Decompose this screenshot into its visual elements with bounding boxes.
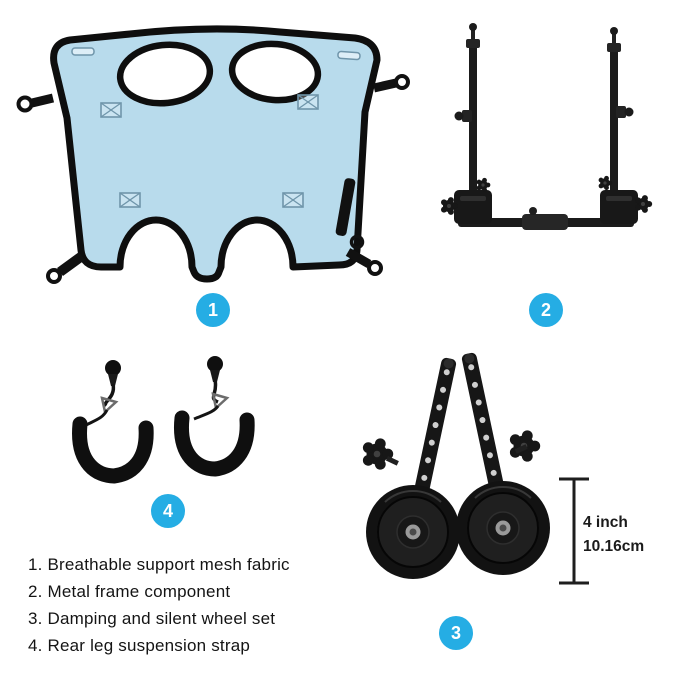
mesh-mark	[119, 192, 141, 208]
mesh-fabric-body	[50, 25, 381, 283]
metal-frame	[441, 23, 653, 230]
measurement-inches: 4 inch	[583, 514, 628, 531]
clamp-knob	[476, 177, 491, 193]
harness-right-hole	[228, 40, 322, 104]
wheel-set-image	[362, 352, 550, 579]
harness-straps	[16, 74, 410, 284]
legend-item-1: 1. Breathable support mesh fabric	[28, 555, 290, 574]
suspension-strap-right	[174, 356, 255, 477]
badge-part-4: 4	[151, 494, 185, 528]
legend-item-3: 3. Damping and silent wheel set	[28, 609, 276, 628]
badge-part-1: 1	[196, 293, 230, 327]
mesh-mark	[100, 102, 122, 118]
left-strut	[409, 357, 457, 520]
suspension-strap-left	[72, 360, 154, 484]
parts-legend: 1. Breathable support mesh fabric 2. Met…	[28, 551, 290, 659]
mesh-harness-image	[16, 25, 410, 284]
suspension-straps-image	[72, 356, 255, 484]
badge-part-2: 2	[529, 293, 563, 327]
mesh-mark	[297, 94, 319, 110]
right-strut	[461, 352, 509, 515]
badge-part-3: 3	[439, 616, 473, 650]
buckle-slit	[71, 47, 95, 56]
metal-frame-image	[441, 23, 653, 230]
measurement-bracket-line	[559, 477, 589, 585]
measurement-annotation: 4 inch 10.16cm	[583, 511, 644, 559]
clamp-knob	[635, 195, 653, 213]
measurement-metric: 10.16cm	[583, 538, 645, 556]
harness-left-hole	[116, 41, 214, 107]
legend-item-4: 4. Rear leg suspension strap	[28, 636, 251, 655]
wheel-knob	[362, 438, 394, 470]
left-wheel	[366, 485, 460, 579]
right-wheel	[456, 481, 550, 575]
legend-item-2: 2. Metal frame component	[28, 582, 231, 601]
buckle-slit	[337, 50, 361, 61]
mesh-mark	[282, 192, 304, 208]
